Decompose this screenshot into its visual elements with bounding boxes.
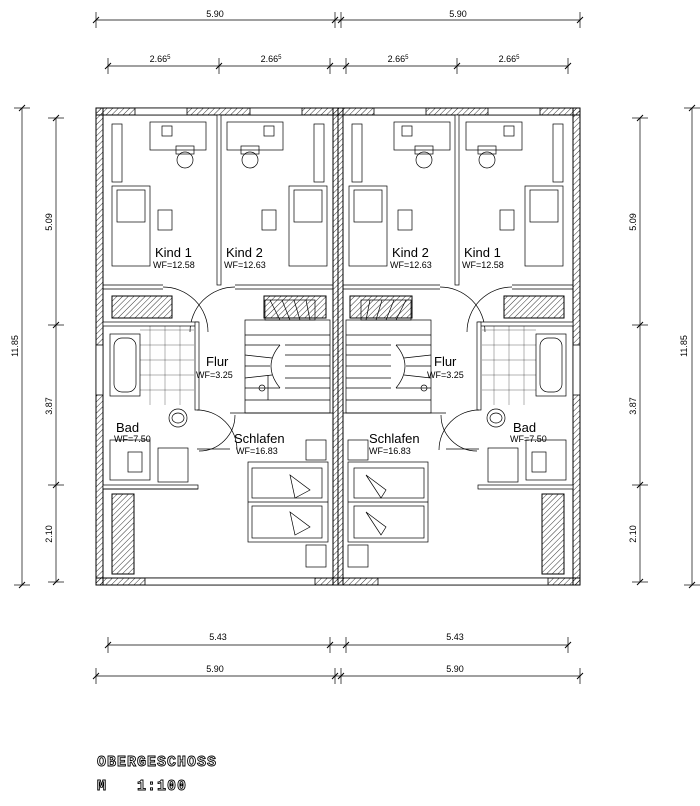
bath-tiles: [140, 326, 536, 405]
dim-bottom-total-left: 5.90: [206, 664, 224, 674]
room-name-kind1-left: Kind 1: [155, 245, 192, 260]
room-area-kind2-left: WF=12.63: [224, 260, 266, 270]
dim-bottom-total-right: 5.90: [446, 664, 464, 674]
dimension-lines: [14, 12, 700, 684]
dim-bottom-inner-right: 5.43: [446, 632, 464, 642]
room-name-kind2-left: Kind 2: [226, 245, 263, 260]
room-name-kind2-right: Kind 2: [392, 245, 429, 260]
room-name-schlafen-right: Schlafen: [369, 431, 420, 446]
room-area-schlafen-left: WF=16.83: [236, 446, 278, 456]
room-name-schlafen-left: Schlafen: [234, 431, 285, 446]
room-area-bad-left: WF=7.50: [114, 434, 151, 444]
dim-side-seg-2-right: 3.87: [628, 397, 638, 415]
dim-top-total-right: 5.90: [449, 9, 467, 19]
room-area-kind1-right: WF=12.58: [462, 260, 504, 270]
dim-bottom-inner-left: 5.43: [209, 632, 227, 642]
furniture-kids-rooms: [111, 121, 564, 267]
drawing-scale: M 1:100: [97, 778, 187, 795]
room-area-flur-right: WF=3.25: [427, 370, 464, 380]
furniture-bathrooms: [109, 333, 567, 483]
room-area-kind1-left: WF=12.58: [153, 260, 195, 270]
dim-top-detail-4: 2.665: [499, 54, 521, 64]
room-name-flur-right: Flur: [434, 354, 457, 369]
interior-walls: [102, 114, 574, 490]
room-name-bad-left: Bad: [116, 420, 139, 435]
dim-side-seg-2-left: 3.87: [44, 397, 54, 415]
room-labels: Kind 1 WF=12.58 Kind 2 WF=12.63 Kind 2 W…: [114, 245, 547, 456]
dim-side-total-right: 11.85: [679, 335, 689, 357]
dim-side-seg-1-left: 5.09: [44, 213, 54, 231]
dim-side-total-left: 11.85: [10, 335, 20, 357]
room-area-flur-left: WF=3.25: [196, 370, 233, 380]
drawing-title: OBERGESCHOSS: [97, 754, 217, 771]
room-name-flur-left: Flur: [206, 354, 229, 369]
dim-side-seg-1-right: 5.09: [628, 213, 638, 231]
dim-top-detail-2: 2.665: [261, 54, 283, 64]
room-area-schlafen-right: WF=16.83: [369, 446, 411, 456]
dim-side-seg-3-right: 2.10: [628, 525, 638, 543]
dim-top-total-left: 5.90: [206, 9, 224, 19]
furniture-bedrooms: [247, 439, 429, 568]
dim-side-seg-3-left: 2.10: [44, 525, 54, 543]
room-name-bad-right: Bad: [513, 420, 536, 435]
dim-top-detail-1: 2.665: [150, 54, 172, 64]
outer-walls: [95, 107, 581, 586]
room-area-kind2-right: WF=12.63: [390, 260, 432, 270]
room-name-kind1-right: Kind 1: [464, 245, 501, 260]
dim-top-detail-3: 2.665: [388, 54, 410, 64]
built-in-cabinets: [111, 295, 565, 575]
room-area-bad-right: WF=7.50: [510, 434, 547, 444]
